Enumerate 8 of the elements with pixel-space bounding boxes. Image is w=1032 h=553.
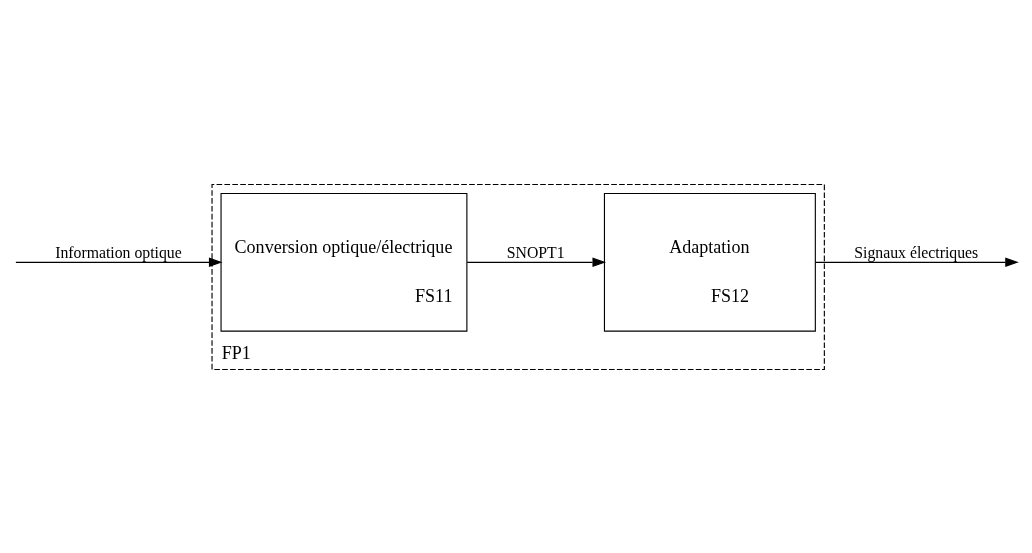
edge-label: Signaux électriques — [853, 243, 978, 261]
node-box: Conversion optique/électrique FS11 — [220, 192, 467, 332]
edge-label: Information optique — [54, 243, 182, 261]
node-box: Adaptation FS12 — [603, 192, 816, 332]
arrow — [814, 257, 1019, 267]
edge-label: SNOPT1 — [506, 243, 565, 261]
arrow — [466, 257, 606, 267]
arrow — [14, 257, 222, 267]
